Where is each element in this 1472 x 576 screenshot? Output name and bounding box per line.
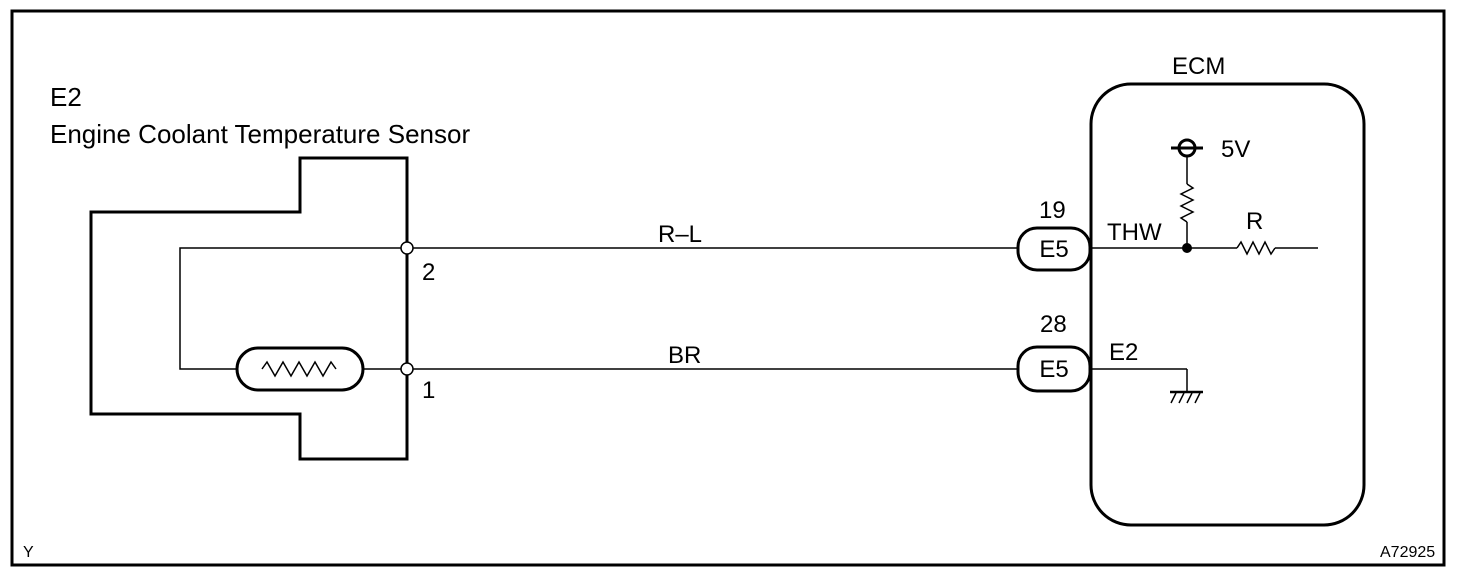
ground-icon — [1170, 390, 1203, 404]
pullup-resistor-icon — [1179, 183, 1195, 223]
footer-left-code: Y — [23, 544, 34, 561]
supply-terminal-icon — [1171, 138, 1203, 158]
figure-id: A72925 — [1380, 544, 1435, 561]
sensor-pin-lower-label: 1 — [422, 377, 435, 404]
sensor-internal-wire — [179, 247, 407, 370]
sensor-pin-upper-label: 2 — [422, 259, 435, 286]
connector-lower-name: E5 — [1039, 356, 1068, 383]
ecm-ground-terminal-label: E2 — [1109, 339, 1138, 366]
resistor-r-icon — [1236, 240, 1276, 256]
ecm-box — [1089, 82, 1366, 527]
ecm-title: ECM — [1172, 53, 1225, 80]
connector-upper — [1016, 226, 1092, 272]
supply-voltage-label: 5V — [1221, 136, 1250, 163]
wire-lower-color-label: BR — [668, 342, 701, 369]
connector-upper-pin: 19 — [1039, 197, 1066, 224]
sensor-body-outline — [89, 156, 409, 461]
wire-upper-color-label: R–L — [658, 221, 702, 248]
connector-upper-name: E5 — [1039, 236, 1068, 263]
sensor-pin-1-terminal — [400, 362, 414, 376]
sensor-code: E2 — [50, 82, 82, 112]
connector-lower-pin: 28 — [1040, 311, 1067, 338]
diagram-border — [10, 9, 1446, 567]
thermistor-icon — [235, 346, 365, 392]
sensor-name: Engine Coolant Temperature Sensor — [50, 119, 470, 149]
resistor-r-label: R — [1246, 208, 1263, 235]
ecm-signal-terminal-label: THW — [1107, 219, 1162, 246]
sensor-pin-2-terminal — [400, 241, 414, 255]
